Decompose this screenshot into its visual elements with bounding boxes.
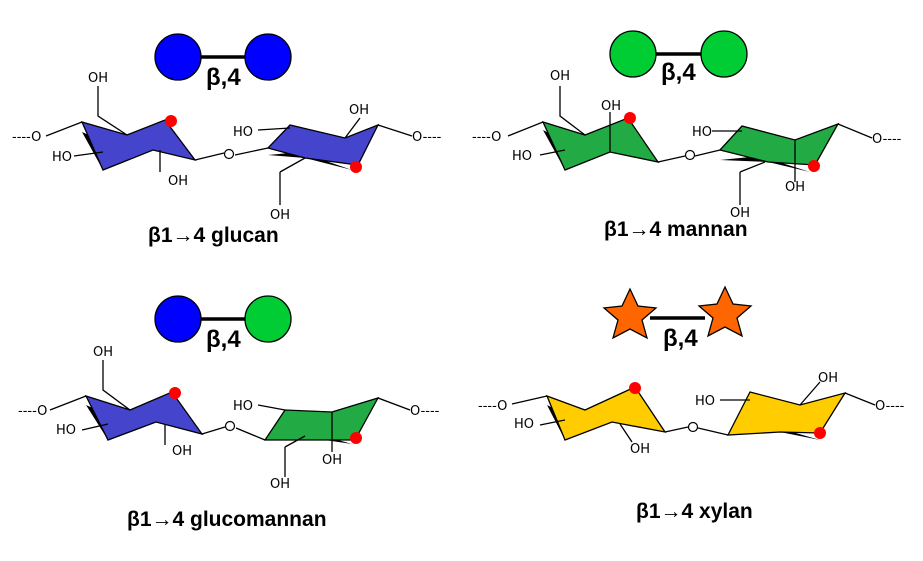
glucomannan-oh-3: OH [322,453,342,468]
mannan-ho-1: HO [512,149,532,164]
panel-glucomannan: β,4 OH HO OH HO OH OH ----O O---- β1→4 g… [18,295,440,531]
glucomannan-anomeric-dot-1 [169,387,181,399]
xylan-ho-2: HO [695,394,715,409]
glucomannan-oh-4: OH [270,477,290,492]
glucomannan-chain-left: ----O [18,404,47,419]
xylan-symbol-2-xylose [697,285,753,338]
glucan-symbol-2-glucose [244,33,292,81]
xylan-anomeric-dot-1 [629,382,641,394]
xylan-ring-1 [511,382,667,443]
glucan-anomeric-dot-1 [165,115,177,127]
mannan-anomeric-dot-1 [624,112,636,124]
glucan-chain-right: O---- [412,130,442,145]
glucan-oh-4: OH [270,208,290,223]
glucan-glycosidic-oxygen [223,148,235,160]
glucan-oh-3: OH [349,103,369,118]
glucomannan-ho-2: HO [233,399,253,414]
mannan-glycosidic-oxygen [684,149,696,161]
mannan-oh-2: OH [601,99,621,114]
panel-mannan: β,4 OH OH OH HO HO OH ----O O---- β1→4 m… [472,30,902,241]
xylan-chain-right: O---- [875,399,905,414]
mannan-linkage-label: β,4 [661,59,696,86]
mannan-symbol-2-mannose [700,30,748,78]
mannan-chain-right: O---- [872,132,902,147]
mannan-oh-1: OH [550,69,570,84]
xylan-symbol-1-xylose [602,287,658,340]
glucan-oh-1: OH [88,71,108,86]
xylan-ring-2 [664,381,876,440]
glucomannan-symbols: β,4 [154,295,292,353]
glucomannan-chain-right: O---- [410,404,440,419]
glucan-ring-2 [194,117,413,205]
glucomannan-ring-2 [201,396,411,477]
xylan-oh-2: OH [818,371,838,386]
mannan-ring-1 [507,86,660,171]
mannan-symbol-1-mannose [609,30,657,78]
mannan-title: β1→4 mannan [604,218,748,241]
mannan-oh-3: OH [785,180,805,195]
mannan-ho-2: HO [692,125,712,140]
xylan-ho-1: HO [514,417,534,432]
xylan-linkage-label: β,4 [663,325,698,352]
xylan-anomeric-dot-2 [814,427,826,439]
glucan-ring-1 [45,86,197,172]
glucomannan-linkage-label: β,4 [206,326,241,353]
glucan-anomeric-dot-2 [350,161,362,173]
glucomannan-symbol-2-mannose [244,295,292,343]
panel-xylan: β,4 HO OH OH HO ----O O---- β1→4 xylan [478,285,905,523]
mannan-oh-4: OH [730,206,750,221]
xylan-chain-left: ----O [478,399,507,414]
xylan-symbols: β,4 [602,285,753,352]
glucomannan-glycosidic-oxygen [224,420,236,432]
glucomannan-oh-1: OH [93,345,113,360]
xylan-glycosidic-oxygen [687,421,699,433]
glucomannan-anomeric-dot-2 [350,432,362,444]
xylan-title: β1→4 xylan [636,500,753,523]
mannan-anomeric-dot-2 [808,160,820,172]
glucomannan-symbol-1-glucose [154,295,202,343]
glucan-symbol-1-glucose [154,33,202,81]
glucan-chain-left: ----O [12,130,41,145]
mannan-symbols: β,4 [609,30,748,86]
glucan-title: β1→4 glucan [148,224,279,247]
glucan-ho-1: HO [52,150,72,165]
glucomannan-ho-1: HO [56,423,76,438]
mannan-chain-left: ----O [472,130,501,145]
panel-glucan: β,4 OH OH HO OH HO OH ----O O---- β1→4 g… [12,33,442,247]
glucan-symbols: β,4 [154,33,292,91]
glucan-linkage-label: β,4 [206,64,241,91]
glucomannan-title: β1→4 glucomannan [127,508,327,531]
mannan-ring-2 [657,122,873,205]
xylan-oh-1: OH [630,442,650,457]
glucan-ho-2: HO [233,125,253,140]
glucan-oh-2: OH [168,174,188,189]
glucomannan-oh-2: OH [172,444,192,459]
